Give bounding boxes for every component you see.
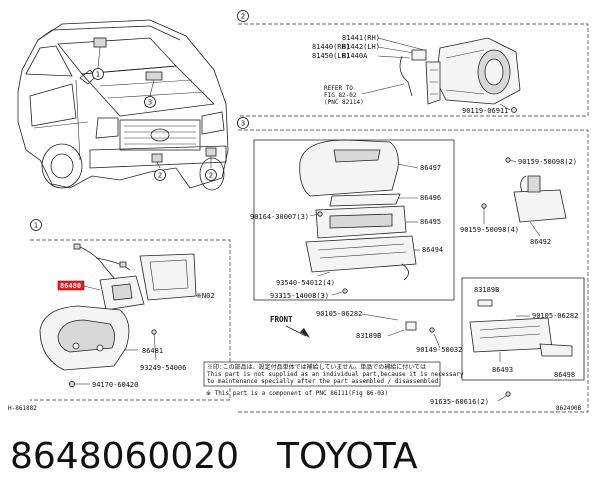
svg-text:※印:この部品は、設定付品単体では補給していません。単品での: ※印:この部品は、設定付品単体では補給していません。単品での補給に付いては xyxy=(207,363,426,371)
svg-text:94170-60420: 94170-60420 xyxy=(92,381,138,389)
callout-2-vehicle-right: 2 xyxy=(205,156,217,181)
figure-code-right: 862490B xyxy=(556,405,582,412)
svg-text:86480: 86480 xyxy=(60,282,81,290)
svg-text:3: 3 xyxy=(148,99,152,107)
figure-code-left: H-861882 xyxy=(8,405,37,412)
part-caption: 8648060020 TOYOTA xyxy=(10,432,590,482)
svg-text:86494: 86494 xyxy=(422,246,443,254)
svg-text:90164-30007(3): 90164-30007(3) xyxy=(250,213,309,221)
svg-text:1: 1 xyxy=(96,71,100,79)
svg-text:86492: 86492 xyxy=(530,238,551,246)
svg-text:1: 1 xyxy=(34,222,38,230)
svg-text:93540-54012(4): 93540-54012(4) xyxy=(276,279,335,287)
svg-text:91635-60616(2): 91635-60616(2) xyxy=(430,398,489,406)
svg-text:90119-06911: 90119-06911 xyxy=(462,107,508,115)
svg-text:81440(RH): 81440(RH) xyxy=(312,43,350,51)
part-number: 8648060020 xyxy=(10,436,240,477)
section-3-console-box: 3 86497 86496 86495 86494 90164-30007(3)… xyxy=(237,117,589,413)
svg-text:86495: 86495 xyxy=(420,218,441,226)
svg-text:83189B: 83189B xyxy=(356,332,381,340)
svg-text:to maintenance specially after: to maintenance specially after the part … xyxy=(207,378,439,385)
svg-text:2: 2 xyxy=(209,172,213,180)
svg-text:86496: 86496 xyxy=(420,194,441,202)
svg-text:This part is not supplied as a: This part is not supplied as an individu… xyxy=(207,371,464,378)
svg-text:86497: 86497 xyxy=(420,164,441,172)
svg-text:93249-54006: 93249-54006 xyxy=(140,364,186,372)
svg-text:FIG 82-02: FIG 82-02 xyxy=(324,92,357,99)
svg-text:83189B: 83189B xyxy=(474,286,499,294)
svg-text:90159-50098(2): 90159-50098(2) xyxy=(518,158,577,166)
callout-1-vehicle: 1 xyxy=(92,46,104,80)
svg-text:86481: 86481 xyxy=(142,347,163,355)
note-box: ※印:この部品は、設定付品単体では補給していません。単品での補給に付いては Th… xyxy=(203,361,464,397)
svg-text:81440A: 81440A xyxy=(342,52,368,60)
svg-text:81441(RH): 81441(RH) xyxy=(342,34,380,42)
svg-text:90149-50032: 90149-50032 xyxy=(416,346,462,354)
section-2-fog-lamp: 2 81441(RH) 81440(RH) 81442(LH) 81450(LH… xyxy=(237,10,589,117)
svg-text:86493: 86493 xyxy=(492,366,513,374)
section-1-overhead-unit: 1 86480 ※N02 86481 93249-54006 94170-604… xyxy=(30,219,231,401)
svg-text:86498: 86498 xyxy=(554,371,575,379)
svg-text:2: 2 xyxy=(158,172,162,180)
vehicle-illustration xyxy=(17,19,229,191)
brand-name: TOYOTA xyxy=(277,436,418,477)
svg-text:REFER TO: REFER TO xyxy=(324,85,353,92)
svg-text:90159-50098(4): 90159-50098(4) xyxy=(460,226,519,234)
svg-text:※N02: ※N02 xyxy=(196,292,215,300)
svg-text:81442(LH): 81442(LH) xyxy=(342,43,380,51)
svg-text:81450(LH): 81450(LH) xyxy=(312,52,350,60)
highlighted-part-86480 xyxy=(57,280,85,291)
svg-text:2: 2 xyxy=(241,13,245,21)
callout-2-vehicle-left: 2 xyxy=(154,161,166,181)
svg-text:93315-14008(3): 93315-14008(3) xyxy=(270,292,329,300)
parts-diagram: 1 3 2 2 2 81441(RH) 81440(RH) 81442(LH) … xyxy=(8,10,589,413)
svg-text:FRONT: FRONT xyxy=(270,315,293,324)
svg-text:(PNC 82114): (PNC 82114) xyxy=(324,99,364,106)
callout-3-vehicle: 3 xyxy=(144,79,156,108)
svg-text:3: 3 xyxy=(241,120,245,128)
svg-text:※ This part is a component of: ※ This part is a component of PNC 86111(… xyxy=(206,390,388,397)
svg-text:90105-06282: 90105-06282 xyxy=(316,310,362,318)
svg-text:90105-06282: 90105-06282 xyxy=(532,312,578,320)
